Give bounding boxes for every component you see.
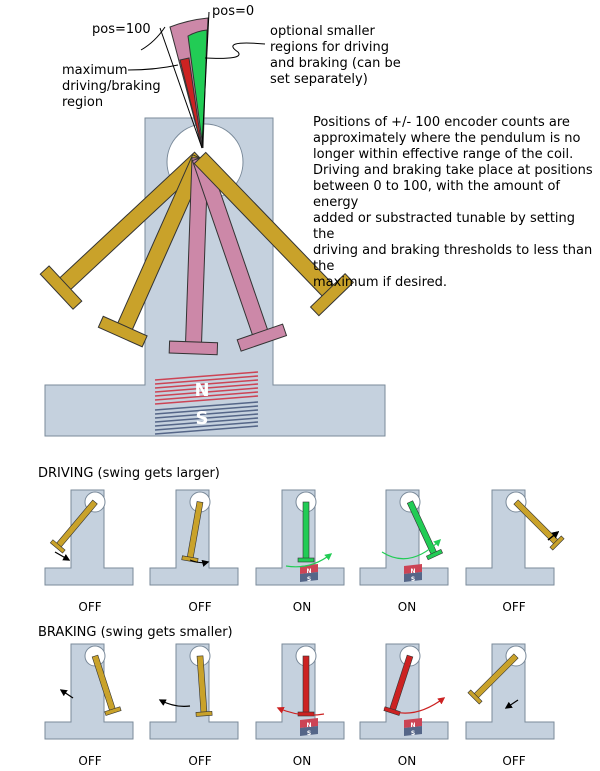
driving-panel-3: NS — [255, 489, 345, 586]
braking-panel-5 — [465, 643, 555, 740]
panel-pendulum — [91, 654, 122, 716]
panel-magnet-n: N — [410, 568, 415, 575]
panel-pendulum — [406, 500, 444, 561]
driving-panel-4: NS — [359, 489, 449, 586]
driving-panel-2 — [149, 489, 239, 586]
panel-frame — [149, 643, 239, 740]
driving-panel-5 — [465, 489, 565, 586]
optional-regions-label: optional smaller regions for driving and… — [270, 24, 401, 87]
driving-state-3: ON — [292, 600, 312, 614]
panel-magnet: NS — [404, 718, 422, 737]
magnet-n-label: N — [194, 380, 209, 401]
panel-pendulum — [49, 499, 98, 554]
driving-state-2: OFF — [188, 600, 212, 614]
motion-arrow — [158, 699, 191, 707]
motion-arrow — [189, 559, 210, 567]
braking-panel-4: NS — [359, 643, 449, 740]
motion-arrow — [504, 699, 519, 709]
panel-magnet: NS — [404, 564, 422, 583]
panel-frame — [44, 489, 134, 586]
max-region-label: maximum driving/braking region — [62, 63, 161, 110]
braking-panel-3: NS — [255, 643, 345, 740]
braking-panel-2 — [149, 643, 239, 740]
braking-state-4: ON — [397, 754, 417, 768]
driving-panel-1 — [44, 489, 134, 586]
magnet-big: N S — [154, 371, 259, 435]
braking-state-5: OFF — [502, 754, 526, 768]
braking-state-1: OFF — [78, 754, 102, 768]
driving-state-5: OFF — [502, 600, 526, 614]
panel-magnet-s: S — [411, 730, 415, 737]
braking-state-2: OFF — [188, 754, 212, 768]
motion-arrow — [381, 538, 442, 560]
pos-100-label: pos=100 — [92, 22, 151, 37]
panel-frame — [255, 643, 345, 740]
pendulum-gold-left2 — [97, 154, 208, 348]
panel-magnet: NS — [300, 718, 318, 737]
panel-frame — [44, 643, 134, 740]
motion-arrow — [59, 689, 74, 699]
motion-arrow — [285, 553, 333, 568]
panel-frame — [255, 489, 345, 586]
panel-pendulum — [513, 499, 565, 551]
magnet-s-label: S — [196, 408, 209, 429]
panel-pendulum — [297, 501, 315, 563]
driving-state-1: OFF — [78, 600, 102, 614]
pendulum-pink-center — [168, 157, 219, 356]
panel-frame — [359, 643, 449, 740]
panel-frame — [465, 643, 555, 740]
panel-magnet-s: S — [411, 576, 415, 583]
pos-0-label: pos=0 — [212, 4, 255, 19]
motion-arrow — [276, 706, 325, 716]
driving-title: DRIVING (swing gets larger) — [38, 466, 220, 481]
main-frame — [44, 117, 386, 437]
panel-magnet-s: S — [307, 576, 311, 583]
panel-pendulum — [297, 655, 315, 717]
braking-state-3: ON — [292, 754, 312, 768]
panel-pendulum — [195, 655, 213, 717]
panel-magnet-n: N — [306, 568, 311, 575]
pendulum-gold-right — [193, 151, 355, 317]
braking-title: BRAKING (swing gets smaller) — [38, 625, 233, 640]
description-text: Positions of +/- 100 encoder counts are … — [313, 115, 593, 290]
panel-magnet-s: S — [307, 730, 311, 737]
braking-panel-1 — [44, 643, 134, 740]
panel-magnet-n: N — [306, 722, 311, 729]
motion-arrow — [54, 551, 71, 561]
region-sector — [169, 17, 209, 149]
pendulum-gold-left — [39, 151, 207, 310]
panel-magnet-n: N — [410, 722, 415, 729]
panel-pendulum — [467, 653, 519, 705]
driving-state-4: ON — [397, 600, 417, 614]
panel-frame — [465, 489, 555, 586]
motion-arrow — [383, 697, 446, 714]
